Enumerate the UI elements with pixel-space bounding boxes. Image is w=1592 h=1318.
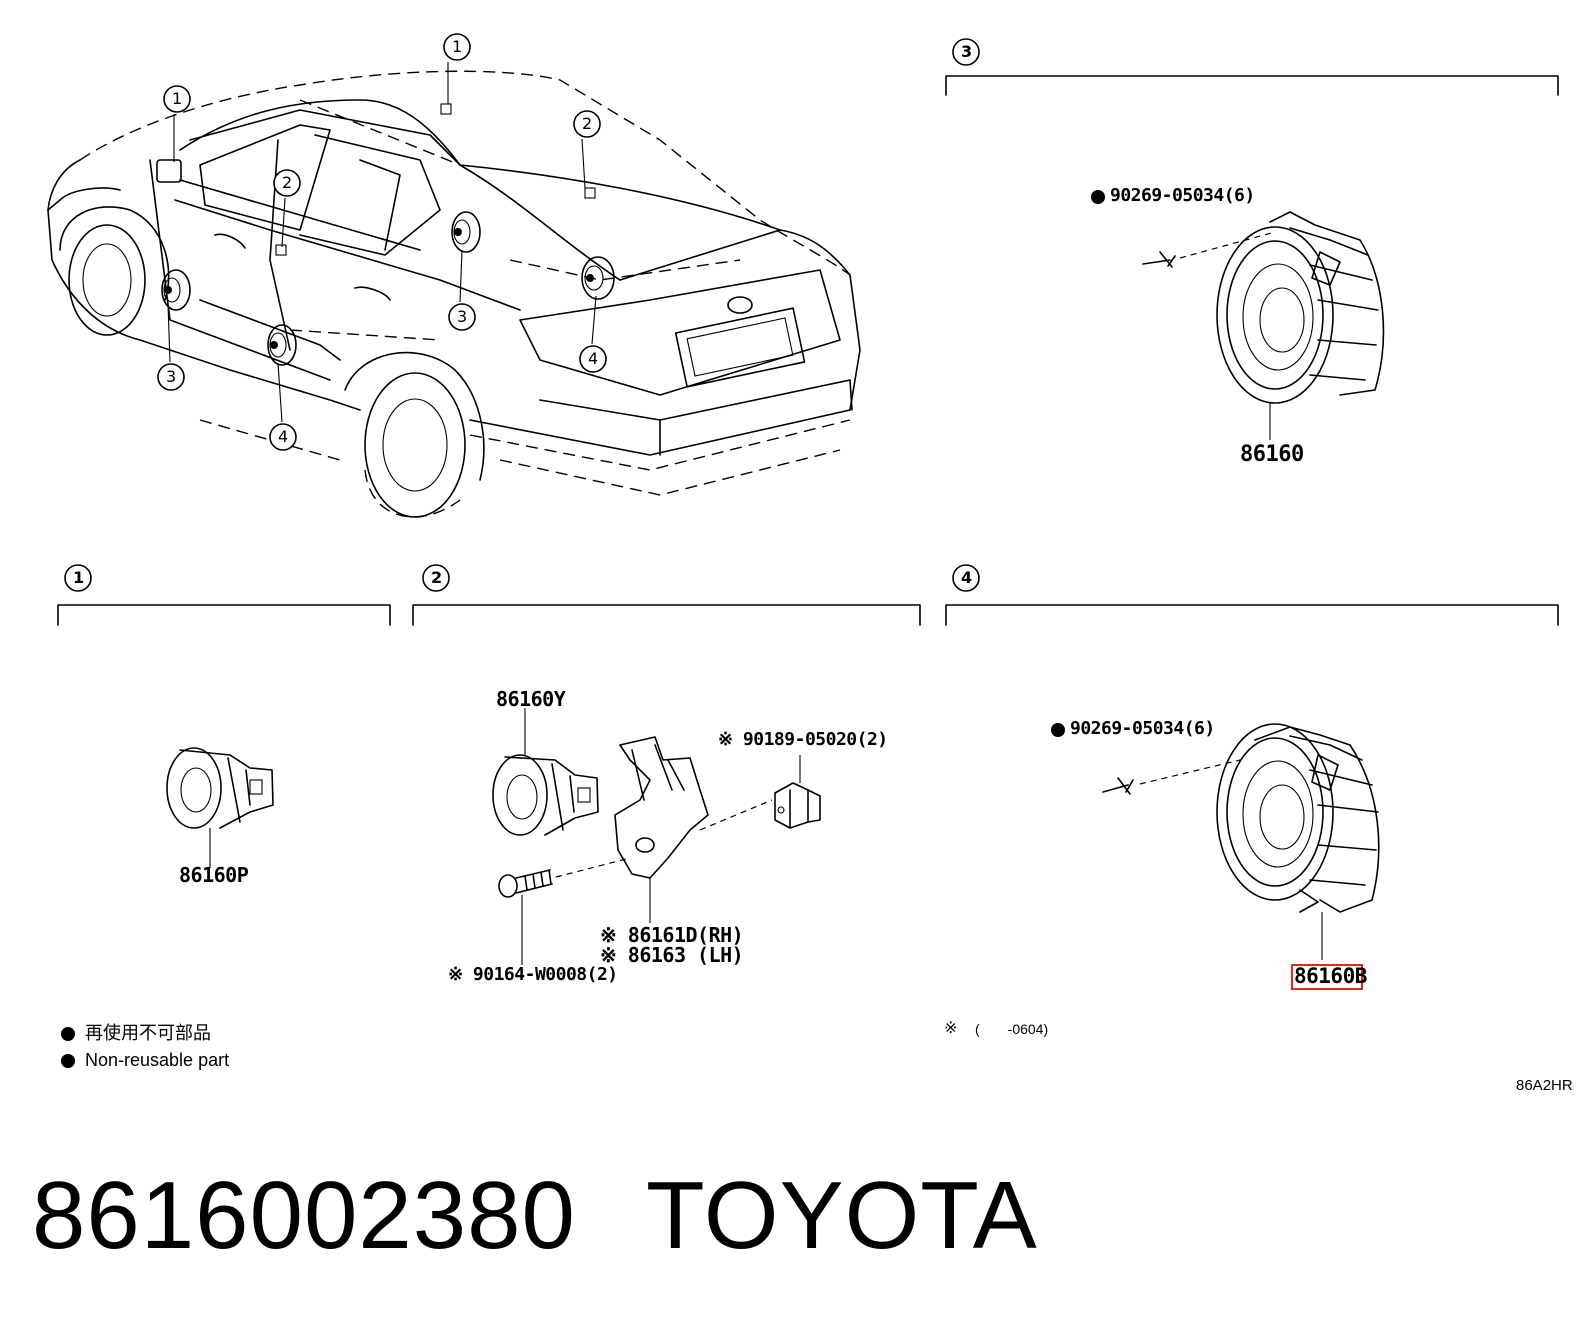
callout-1-front: [163, 85, 191, 113]
part-label-screw-s2: ※ 90164-W0008(2): [448, 964, 618, 985]
legend-bullet-en: [61, 1054, 75, 1068]
highlight-box: [1291, 964, 1363, 990]
section-2-bracket-icon: [614, 736, 709, 923]
rear-door-speaker-icon: [267, 324, 297, 366]
section-2-header: [412, 564, 921, 626]
part-label-86160B: 86160B: [1294, 964, 1367, 988]
section-2-tweeter-icon: [492, 708, 599, 836]
rear-shelf-speaker-right-icon: [581, 256, 615, 300]
callout-1-roof: [443, 33, 471, 61]
callout-3-front: [157, 363, 185, 391]
callout-4-rear-label: 4: [588, 349, 599, 368]
caption-brand: TOYOTA: [646, 1162, 1038, 1269]
rear-shelf-speaker-left-icon: [451, 211, 481, 253]
part-label-bracket-lh: ※ 86163 (LH): [600, 943, 744, 967]
callout-4-door-label: 4: [278, 427, 289, 446]
section-3-header: [945, 38, 1559, 96]
part-label-nut-s2: ※ 90189-05020(2): [718, 729, 888, 750]
footnote-range: ( -0604): [975, 1021, 1049, 1037]
section-4-speaker-icon: [1051, 723, 1380, 960]
section-4-header: [945, 564, 1559, 626]
callout-4-door: [269, 423, 297, 451]
section-4-number: 4: [961, 568, 973, 587]
part-label-86160: 86160: [1240, 442, 1304, 467]
caption-part-number: 8616002380: [32, 1162, 576, 1269]
legend-bullet-ja: [61, 1027, 75, 1041]
legend-text-en: Non-reusable part: [85, 1050, 230, 1070]
front-door-speaker-icon: [161, 269, 191, 311]
car-illustration: [47, 62, 861, 518]
callout-2-door-label: 2: [282, 173, 293, 192]
callout-2-rear-label: 2: [582, 114, 593, 133]
callout-2-rear: [573, 110, 601, 138]
section-1-number: 1: [73, 568, 85, 587]
callout-1-front-label: 1: [172, 89, 183, 108]
tweeter-clip-icon: [156, 103, 596, 256]
part-label-bracket-rh: ※ 86161D(RH): [600, 923, 744, 947]
callout-4-rear: [579, 345, 607, 373]
callout-3-front-label: 3: [166, 367, 177, 386]
section-2-number: 2: [431, 568, 443, 587]
legend-text-ja: 再使用不可部品: [85, 1023, 211, 1043]
part-label-bolt-s3: 90269-05034(6): [1110, 185, 1255, 206]
section-2-screw-icon: [498, 857, 631, 965]
callout-3-rear: [448, 303, 476, 331]
section-3-number: 3: [961, 42, 973, 61]
section-3-speaker-icon: [1091, 190, 1385, 440]
callout-1-roof-label: 1: [452, 37, 463, 56]
section-2-clip-nut-icon: [699, 755, 821, 831]
diagram-code: 86A2HR: [1516, 1077, 1573, 1094]
section-1-tweeter-icon: [166, 747, 274, 868]
footnote-mark: ※: [944, 1020, 958, 1037]
part-label-bolt-s4: 90269-05034(6): [1070, 718, 1215, 739]
part-label-86160P: 86160P: [179, 863, 249, 887]
callout-3-rear-label: 3: [457, 307, 468, 326]
section-1-header: [57, 564, 391, 626]
callout-2-door: [273, 169, 301, 197]
part-label-86160Y: 86160Y: [496, 687, 566, 711]
